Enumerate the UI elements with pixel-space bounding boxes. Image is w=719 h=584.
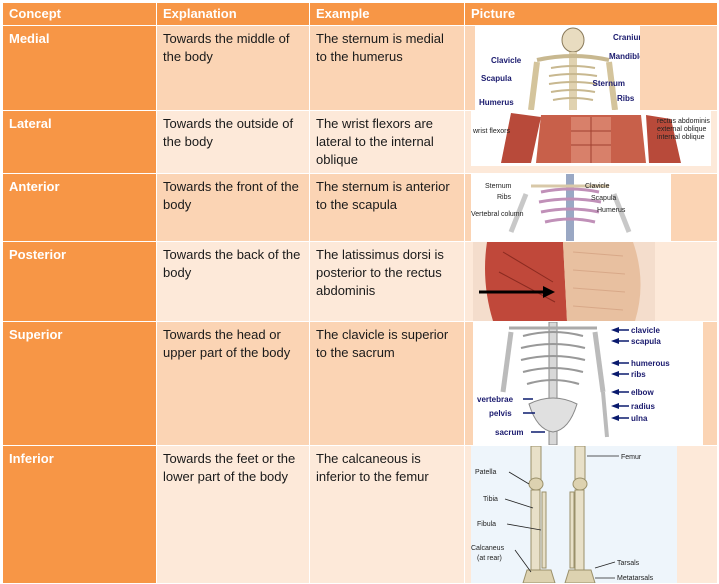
label-femur: Femur xyxy=(621,454,642,461)
table-row: Anterior Towards the front of the body T… xyxy=(2,173,718,242)
label-humerus: Humerus xyxy=(479,98,514,107)
label-ribs: ribs xyxy=(631,370,646,379)
concept-cell: Superior xyxy=(2,321,157,446)
concept-cell: Posterior xyxy=(2,241,157,322)
skeleton-upper-illustration: Cranium Mandible Clavicle Scapula Sternu… xyxy=(479,27,640,110)
label-internal-oblique: internal oblique xyxy=(657,134,705,141)
label-metatarsals: Metatarsals xyxy=(617,575,654,582)
back-muscles-illustration xyxy=(473,242,655,321)
thorax-bones-image: Sternum Ribs Vertebral column Clavicle S… xyxy=(471,174,671,241)
example-cell: The clavicle is superior to the sacrum xyxy=(309,321,465,446)
label-vertebral-column: Vertebral column xyxy=(471,211,524,218)
header-concept: Concept xyxy=(2,2,157,26)
label-vertebrae: vertebrae xyxy=(477,395,514,404)
explanation-cell: Towards the outside of the body xyxy=(156,110,310,174)
label-rectus-abdominis: rectus abdominis xyxy=(657,118,710,125)
label-fibula: Fibula xyxy=(477,521,496,528)
label-radius: radius xyxy=(631,402,656,411)
label-scapula: Scapula xyxy=(591,195,616,202)
picture-cell: Sternum Ribs Vertebral column Clavicle S… xyxy=(464,173,718,242)
label-sternum: Sternum xyxy=(593,79,625,88)
label-external-oblique: external oblique xyxy=(657,126,707,133)
header-example: Example xyxy=(309,2,465,26)
label-ulna: ulna xyxy=(631,414,648,423)
label-clavicle: clavicle xyxy=(631,326,660,335)
label-scapula: Scapula xyxy=(481,74,512,83)
picture-cell: clavicle scapula humerous ribs elbow rad… xyxy=(464,321,718,446)
table-row: Medial Towards the middle of the body Th… xyxy=(2,25,718,111)
label-pelvis: pelvis xyxy=(489,409,512,418)
example-cell: The latissimus dorsi is posterior to the… xyxy=(309,241,465,322)
skeleton-upper-image: Cranium Mandible Clavicle Scapula Sternu… xyxy=(475,26,640,110)
picture-cell: wrist flexors rectus abdominis external … xyxy=(464,110,718,174)
explanation-cell: Towards the front of the body xyxy=(156,173,310,242)
leg-bones-illustration: Femur Patella Tibia Fibula Calcaneus (at… xyxy=(471,446,677,583)
label-cranium: Cranium xyxy=(613,33,640,42)
picture-cell: Femur Patella Tibia Fibula Calcaneus (at… xyxy=(464,445,718,584)
label-humerous: humerous xyxy=(631,359,670,368)
label-mandible: Mandible xyxy=(609,52,640,61)
example-cell: The calcaneous is inferior to the femur xyxy=(309,445,465,584)
label-sternum: Sternum xyxy=(485,183,512,190)
muscles-torso-image: wrist flexors rectus abdominis external … xyxy=(471,111,711,166)
header-explanation: Explanation xyxy=(156,2,310,26)
picture-cell xyxy=(464,241,718,322)
label-patella: Patella xyxy=(475,469,497,476)
label-sacrum: sacrum xyxy=(495,428,523,437)
arrow-head-icon xyxy=(543,286,555,298)
header-picture: Picture xyxy=(464,2,718,26)
explanation-cell: Towards the head or upper part of the bo… xyxy=(156,321,310,446)
back-muscles-image xyxy=(473,242,655,321)
table-row: Posterior Towards the back of the body T… xyxy=(2,241,718,322)
picture-cell: Cranium Mandible Clavicle Scapula Sternu… xyxy=(464,25,718,111)
table-row: Superior Towards the head or upper part … xyxy=(2,321,718,446)
label-ribs: Ribs xyxy=(497,194,512,201)
label-tibia: Tibia xyxy=(483,496,498,503)
label-clavicle: Clavicle xyxy=(491,56,522,65)
thorax-bones-illustration: Sternum Ribs Vertebral column Clavicle S… xyxy=(471,174,632,241)
concept-cell: Anterior xyxy=(2,173,157,242)
label-humerus: Humerus xyxy=(597,207,626,214)
label-calcaneus: Calcaneus xyxy=(471,545,505,552)
table-row: Lateral Towards the outside of the body … xyxy=(2,110,718,174)
explanation-cell: Towards the back of the body xyxy=(156,241,310,322)
skeleton-full-image: clavicle scapula humerous ribs elbow rad… xyxy=(473,322,703,445)
label-elbow: elbow xyxy=(631,388,654,397)
muscles-torso-illustration: wrist flexors rectus abdominis external … xyxy=(472,113,710,163)
label-wrist-flexors: wrist flexors xyxy=(472,128,510,135)
label-ribs: Ribs xyxy=(617,94,635,103)
table-row: Inferior Towards the feet or the lower p… xyxy=(2,445,718,584)
label-at-rear: (at rear) xyxy=(477,555,502,562)
label-tarsals: Tarsals xyxy=(617,560,640,567)
concept-cell: Medial xyxy=(2,25,157,111)
explanation-cell: Towards the middle of the body xyxy=(156,25,310,111)
label-clavicle: Clavicle xyxy=(585,183,610,190)
example-cell: The sternum is medial to the humerus xyxy=(309,25,465,111)
concept-cell: Inferior xyxy=(2,445,157,584)
explanation-cell: Towards the feet or the lower part of th… xyxy=(156,445,310,584)
header-row: Concept Explanation Example Picture xyxy=(2,2,718,26)
concept-cell: Lateral xyxy=(2,110,157,174)
skeleton-full-illustration: clavicle scapula humerous ribs elbow rad… xyxy=(477,322,670,445)
leg-bones-image: Femur Patella Tibia Fibula Calcaneus (at… xyxy=(471,446,677,583)
label-scapula: scapula xyxy=(631,337,661,346)
example-cell: The sternum is anterior to the scapula xyxy=(309,173,465,242)
example-cell: The wrist flexors are lateral to the int… xyxy=(309,110,465,174)
